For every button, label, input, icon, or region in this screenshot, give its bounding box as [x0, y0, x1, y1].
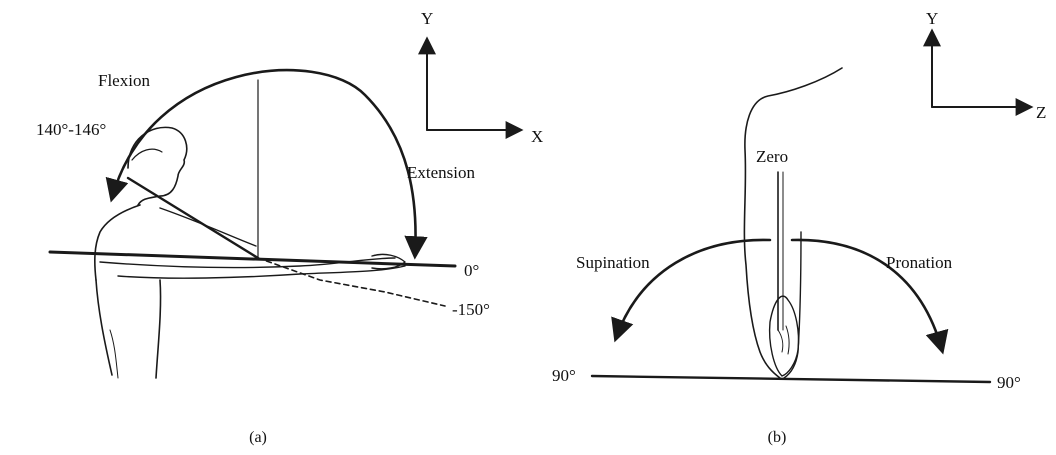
torso-left: [95, 279, 113, 376]
pronation-label: Pronation: [886, 253, 953, 272]
flexion-angle-label: 140°-146°: [36, 120, 106, 139]
torso-fold: [109, 329, 119, 379]
forearm-left-edge: [743, 67, 843, 379]
zero-label: Zero: [756, 147, 788, 166]
panel-b: Y Z Zero Supination Pronation 90° 90° (b…: [552, 9, 1046, 446]
hand-outline: [371, 253, 406, 270]
axis-label-z-b: Z: [1036, 103, 1046, 122]
panel-a-axes-glyph: Y X: [418, 9, 543, 146]
right-ninety-label: 90°: [997, 373, 1021, 392]
axis-label-x-a: X: [531, 127, 543, 146]
arm-upper-edge: [99, 257, 396, 269]
axis-label-y-b: Y: [926, 9, 938, 28]
supination-label: Supination: [576, 253, 650, 272]
finger-line-1: [777, 329, 784, 353]
flexion-label: Flexion: [98, 71, 150, 90]
shoulder-outline: [94, 204, 141, 281]
extension-angle-label: -150°: [452, 300, 490, 319]
forearm-sketch: [743, 67, 843, 379]
head-outline: [127, 126, 188, 206]
finger-line-2: [785, 325, 790, 355]
flexion-limit-line: [126, 176, 260, 260]
panel-a: Y X: [36, 9, 543, 446]
flexion-extension-arc: [105, 68, 428, 260]
caption-b: (b): [768, 429, 787, 446]
supination-arc: [611, 238, 772, 343]
axis-label-y-a: Y: [421, 9, 433, 28]
human-figure-sketch: [94, 126, 406, 379]
panel-b-axes-glyph: Y Z: [923, 9, 1046, 122]
zero-angle-label-a: 0°: [464, 261, 479, 280]
extension-label: Extension: [407, 163, 475, 182]
raised-arm-top: [159, 207, 257, 247]
forearm-right-edge: [783, 231, 802, 379]
caption-a: (a): [249, 429, 267, 446]
arm-lower-edge: [117, 265, 406, 279]
left-ninety-label: 90°: [552, 366, 576, 385]
ninety-degree-baseline: [590, 374, 992, 384]
hair-line: [131, 148, 163, 161]
extension-limit-line: [257, 257, 446, 307]
pronation-arc: [790, 238, 949, 355]
torso-right: [155, 279, 162, 379]
hand-sketch: [768, 295, 800, 377]
